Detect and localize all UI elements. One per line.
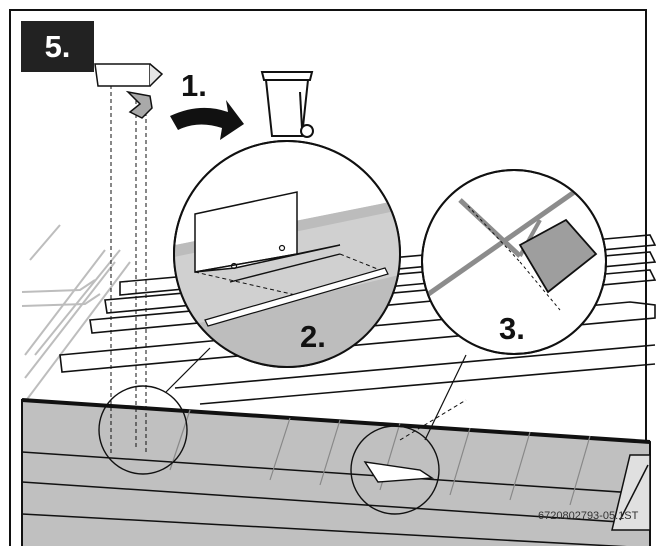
panel-top-edge xyxy=(21,398,651,444)
background-rails xyxy=(21,224,131,403)
cover-piece xyxy=(94,63,164,119)
figure-code: 6720802793-05.1ST xyxy=(538,510,639,522)
step-label-1: 1. xyxy=(181,68,207,103)
detail-circle-middle xyxy=(350,425,440,515)
panel-lines xyxy=(21,451,651,546)
step-badge: 5. xyxy=(21,21,94,72)
leader-middle xyxy=(424,354,467,441)
dashed-middle xyxy=(399,399,467,441)
curved-arrow-icon xyxy=(170,100,244,140)
guide-lines xyxy=(110,85,147,455)
detail-circle-left xyxy=(98,385,188,475)
corner-slash xyxy=(619,464,649,521)
sensor-plate xyxy=(363,461,435,483)
wheelie-bin-icon xyxy=(260,71,314,138)
step-label-3: 3. xyxy=(499,311,525,346)
step-label-2: 2. xyxy=(300,319,326,354)
corner-bracket xyxy=(611,454,651,531)
outer-frame xyxy=(9,9,647,546)
leader-left xyxy=(165,347,211,393)
panel-hatching xyxy=(169,409,591,506)
